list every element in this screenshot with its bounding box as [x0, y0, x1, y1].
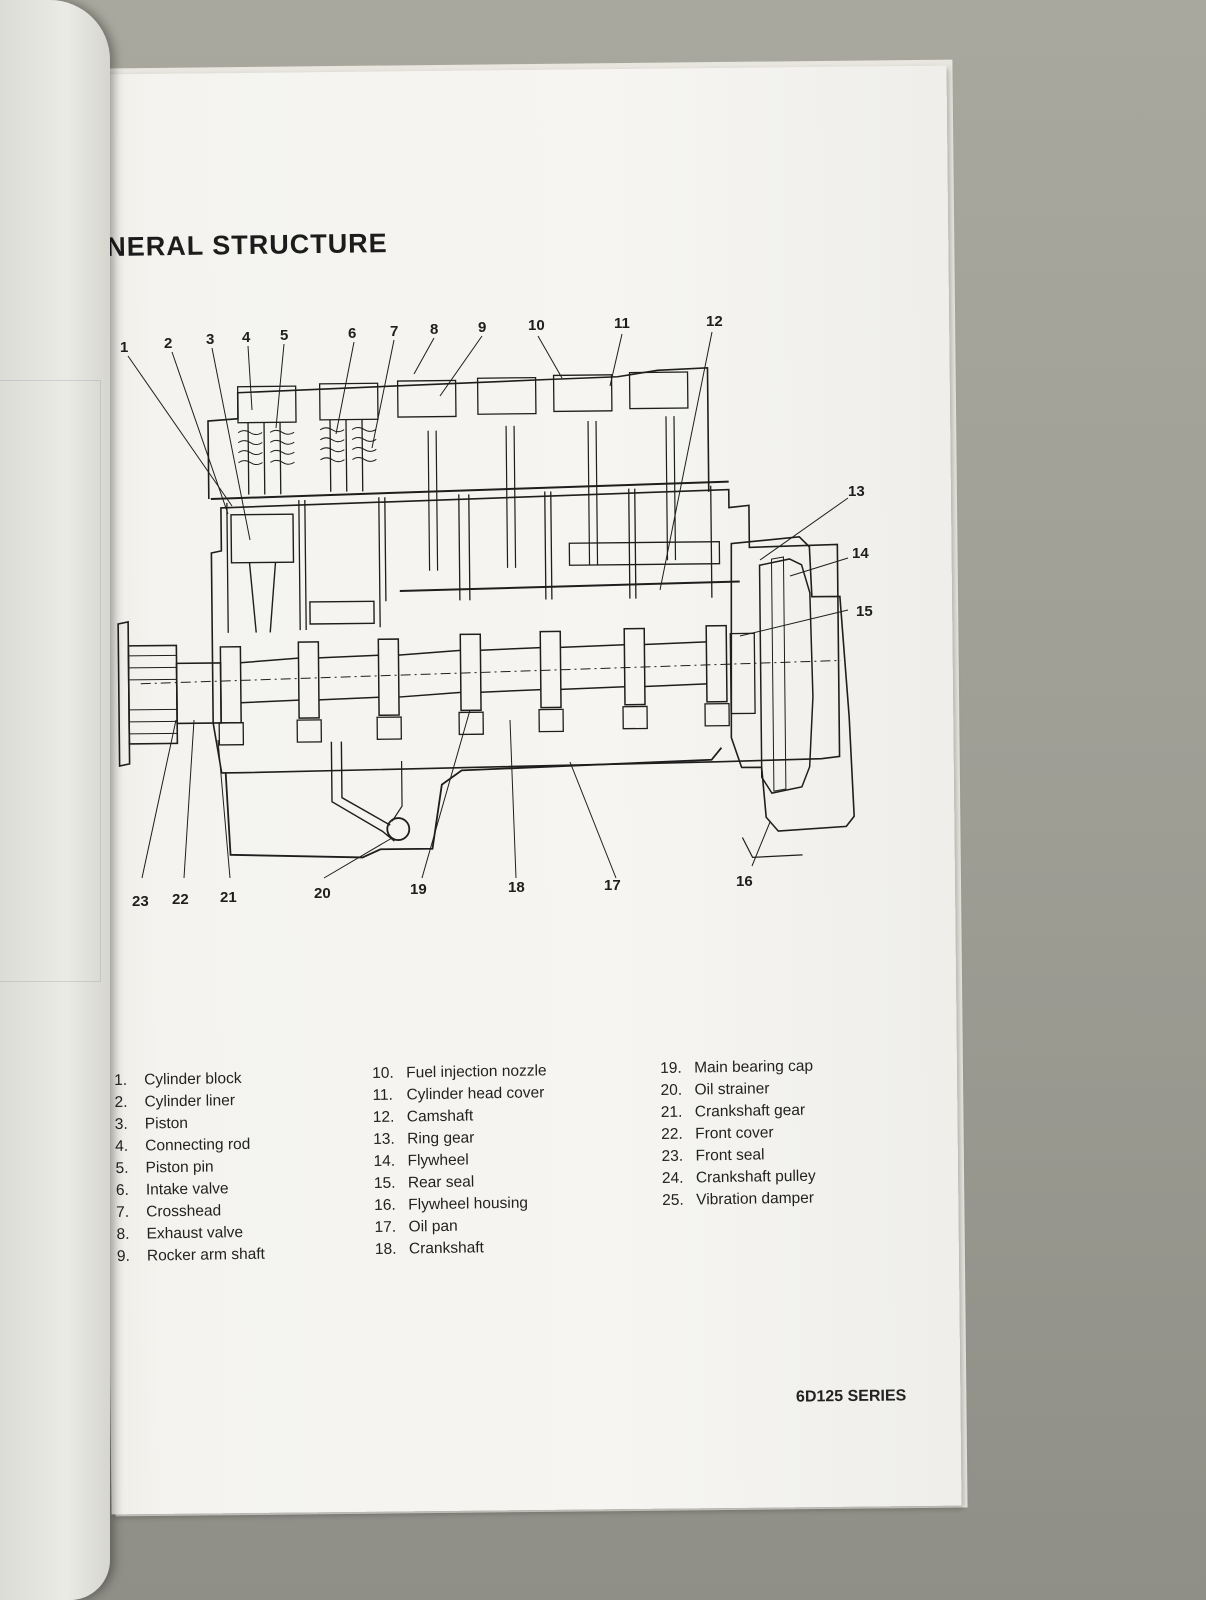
legend-item: 22.Front cover: [661, 1124, 774, 1143]
callout-6: 6: [348, 325, 356, 342]
crankshaft: [140, 624, 841, 724]
callout-leader-lines: [127, 331, 849, 879]
legend-item: 7.Crosshead: [116, 1202, 222, 1221]
callout-23: 23: [132, 893, 149, 910]
callout-4: 4: [242, 329, 251, 346]
callout-22: 22: [172, 891, 189, 908]
legend-item: 13.Ring gear: [373, 1129, 475, 1148]
callout-15: 15: [856, 603, 873, 620]
push-rods: [427, 416, 677, 571]
legend-item: 4.Connecting rod: [115, 1135, 251, 1155]
legend-item: 11.Cylinder head cover: [372, 1084, 545, 1104]
callout-14: 14: [852, 545, 869, 562]
page-title: NERAL STRUCTURE: [106, 228, 388, 262]
cylinder-block-outline: [210, 488, 841, 774]
legend-item: 17.Oil pan: [374, 1217, 458, 1236]
engine-cross-section-diagram: 1 2 3 4 5 6 7 8 9 10 11 12 13 14 15 16 1…: [117, 313, 873, 910]
legend-column-3: 19.Main bearing cap 20.Oil strainer 21.C…: [660, 1056, 816, 1212]
legend-item: 10.Fuel injection nozzle: [372, 1062, 547, 1082]
legend-item: 24.Crankshaft pulley: [661, 1167, 816, 1187]
callout-13: 13: [848, 483, 865, 500]
callout-12: 12: [706, 313, 723, 330]
legend-item: 21.Crankshaft gear: [660, 1101, 806, 1121]
camshaft-housing: [568, 541, 721, 566]
legend-item: 14.Flywheel: [373, 1151, 469, 1170]
oil-pan-outline: [224, 747, 723, 859]
legend-item: 8.Exhaust valve: [116, 1223, 244, 1243]
cylinder-liners: [226, 485, 713, 633]
legend-item: 9.Rocker arm shaft: [116, 1245, 266, 1265]
callout-1: 1: [120, 339, 128, 356]
callout-21: 21: [220, 889, 237, 906]
legend-item: 16.Flywheel housing: [374, 1194, 529, 1214]
legend-column-2: 10.Fuel injection nozzle 11.Cylinder hea…: [372, 1060, 550, 1261]
cylinder-head-outline: [207, 366, 710, 500]
legend-column-1: 1.Cylinder block 2.Cylinder liner 3.Pist…: [114, 1068, 265, 1268]
callout-20: 20: [314, 885, 331, 902]
callout-9: 9: [478, 319, 486, 336]
piston-and-rod: [230, 513, 375, 633]
callout-10: 10: [528, 317, 545, 334]
callout-8: 8: [430, 321, 438, 338]
oil-pickup-tube: [330, 741, 395, 842]
callout-19: 19: [410, 881, 427, 898]
camshaft-line: [399, 580, 740, 593]
legend-item: 1.Cylinder block: [114, 1069, 242, 1089]
legend-item: 18.Crankshaft: [374, 1239, 485, 1258]
legend-item: 15.Rear seal: [373, 1173, 475, 1192]
callout-5: 5: [280, 327, 288, 344]
legend-item: 5.Piston pin: [115, 1158, 214, 1177]
callout-16: 16: [736, 873, 753, 890]
ring-gear-shape: [770, 556, 787, 792]
front-cover-shape: [175, 662, 222, 725]
flywheel-outline: [758, 558, 814, 795]
legend-item: 19.Main bearing cap: [660, 1057, 814, 1077]
legend-item: 2.Cylinder liner: [114, 1092, 236, 1111]
callout-3: 3: [206, 331, 214, 348]
legend-item: 25.Vibration damper: [662, 1189, 815, 1209]
callout-7: 7: [390, 323, 398, 340]
rocker-assemblies: [236, 371, 689, 495]
callout-18: 18: [508, 879, 525, 896]
flywheel-housing-outline: [730, 536, 855, 832]
callout-17: 17: [604, 877, 621, 894]
crankshaft-pulley-shape: [127, 644, 179, 745]
rear-seal-area: [729, 632, 756, 715]
left-page-curl: [0, 0, 110, 1600]
main-bearing-caps: [218, 702, 730, 746]
oil-strainer-shape: [386, 817, 411, 841]
legend-item: 6.Intake valve: [115, 1180, 229, 1199]
bleed-through-shading: [0, 380, 101, 982]
callout-11: 11: [614, 315, 630, 332]
callout-2: 2: [164, 335, 172, 352]
legend-item: 20.Oil strainer: [660, 1080, 770, 1099]
vibration-damper-shape: [117, 620, 131, 767]
series-footer: 6D125 SERIES: [795, 1387, 907, 1406]
legend-item: 23.Front seal: [661, 1146, 765, 1165]
valve-springs: [237, 426, 377, 466]
legend-item: 12.Camshaft: [372, 1107, 474, 1126]
legend-item: 3.Piston: [114, 1114, 189, 1133]
